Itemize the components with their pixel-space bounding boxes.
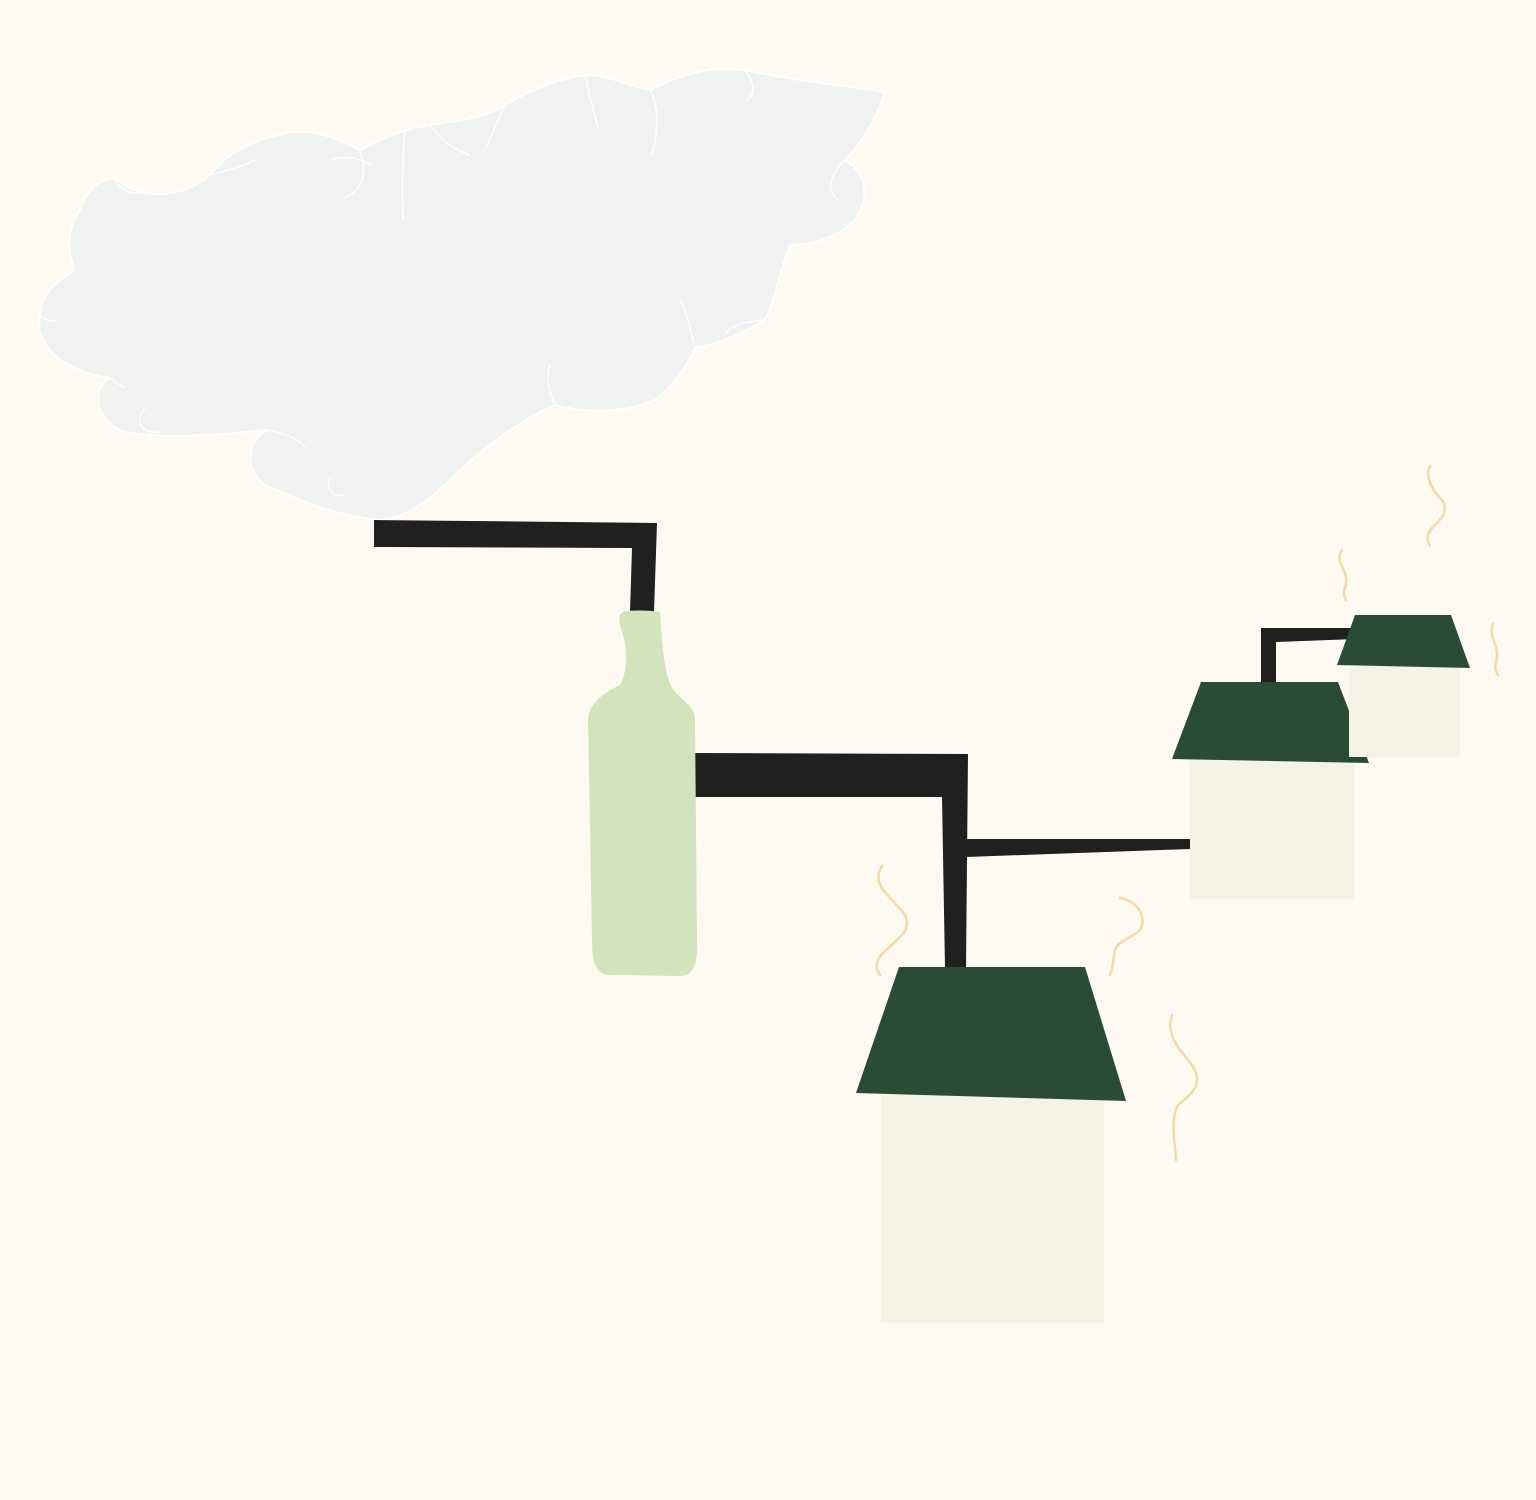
steam-wisp: [875, 864, 909, 977]
house-large-roof: [856, 967, 1126, 1101]
steam-wisp: [1108, 896, 1144, 977]
bottle: [588, 610, 698, 976]
house-small: [1337, 615, 1470, 757]
house-medium-roof: [1172, 682, 1369, 763]
steam-wisps: [875, 464, 1500, 1162]
house-small-wall: [1349, 666, 1460, 757]
house-medium: [1172, 682, 1369, 899]
steam-wisp: [1338, 548, 1348, 602]
steam-wisp: [1169, 1013, 1199, 1162]
steam-wisp: [1426, 464, 1447, 548]
pipe-cloud-to-bottle: [374, 520, 657, 612]
steam-wisp: [1490, 622, 1500, 677]
pipe-network: [374, 520, 1356, 968]
pipe-to-house-small: [1261, 628, 1356, 683]
pipe-to-house-medium: [966, 839, 1190, 857]
smoke-cloud: [38, 67, 887, 522]
pipe-bottle-to-house-large: [693, 753, 968, 968]
house-large: [856, 967, 1126, 1323]
house-large-wall: [881, 1093, 1104, 1323]
house-small-roof: [1337, 615, 1470, 668]
house-medium-wall: [1190, 759, 1354, 899]
